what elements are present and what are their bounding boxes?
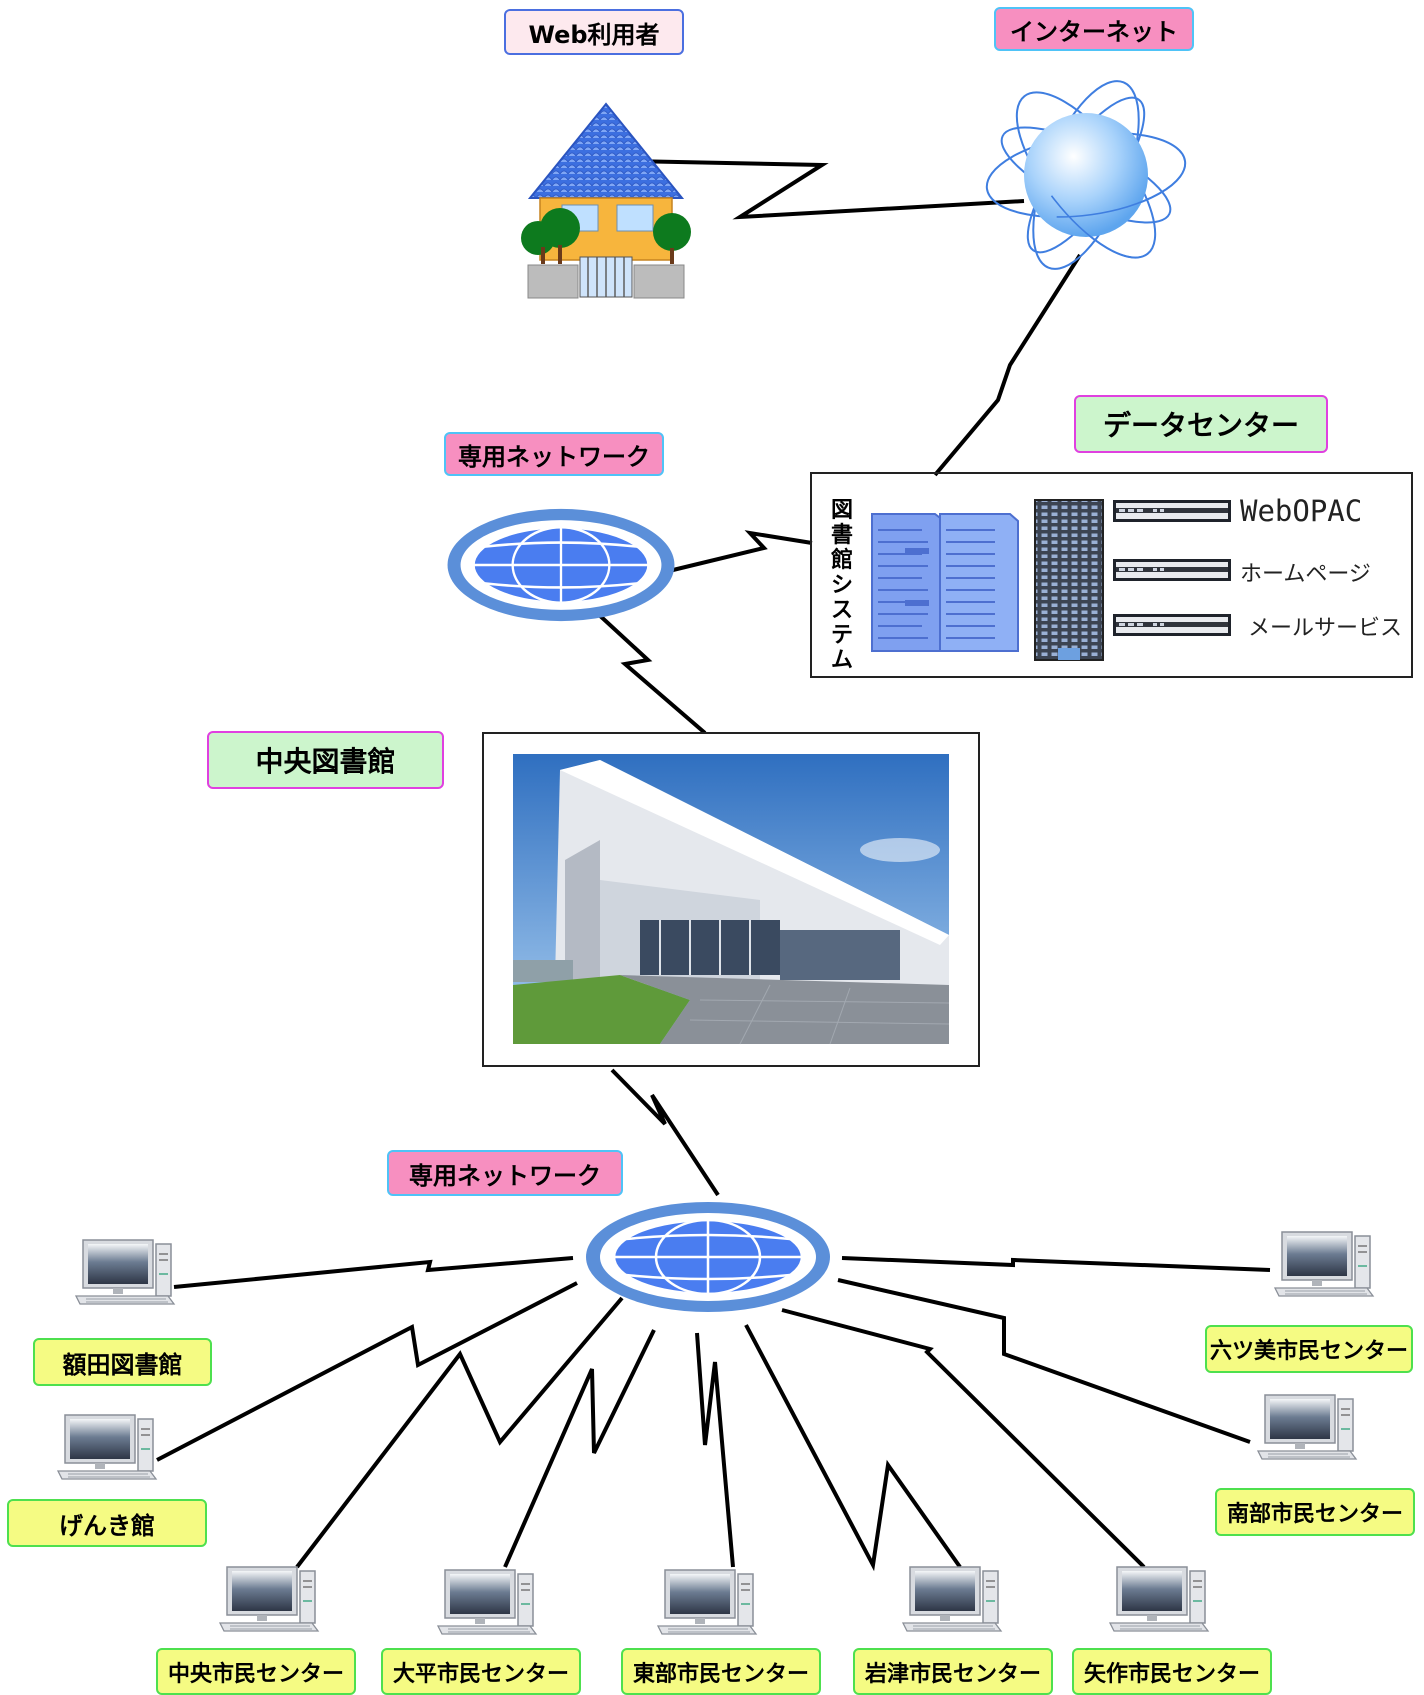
private-network-top-icon (446, 507, 676, 623)
library-system-server-icon (871, 513, 1019, 652)
mutsumi-center-pc-icon (1274, 1231, 1374, 1297)
chuo-center-label: 中央市民センター (156, 1648, 356, 1695)
nanbu-center-pc-icon (1257, 1394, 1357, 1460)
link-hub-iwazu (744, 1324, 962, 1572)
link-hub-genkikan (156, 1281, 578, 1462)
yahagi-center-label: 矢作市民センター (1072, 1648, 1272, 1695)
connection-lines (156, 159, 1271, 1572)
tobu-center-pc-icon (657, 1569, 757, 1635)
private-network-bottom-label: 専用ネットワーク (387, 1150, 623, 1196)
internet-globe-icon (985, 80, 1187, 270)
library-system-label: 図書館システム (830, 498, 853, 673)
central-library-label: 中央図書館 (207, 731, 444, 789)
iwazu-center-pc-icon (902, 1566, 1002, 1632)
mail-service-label: メールサービス (1248, 616, 1403, 641)
link-internet-datacenter (933, 253, 1082, 477)
link-network-library (595, 611, 707, 735)
link-datacenter-network (672, 530, 813, 572)
link-library-network (610, 1068, 720, 1197)
data-center-box (810, 472, 1413, 678)
private-network-bottom-icon (584, 1200, 832, 1314)
web-user-label: Web利用者 (504, 9, 684, 55)
tobu-center-label: 東部市民センター (621, 1648, 821, 1695)
nukata-library-pc-icon (75, 1239, 175, 1305)
chuo-center-pc-icon (219, 1566, 319, 1632)
genkikan-pc-icon (57, 1414, 157, 1480)
house-icon (521, 102, 691, 299)
link-hub-yahagi (781, 1308, 1146, 1569)
private-network-top-label: 専用ネットワーク (444, 432, 664, 476)
ohira-center-pc-icon (437, 1569, 537, 1635)
central-library-photo (513, 754, 950, 1045)
mutsumi-center-label: 六ツ美市民センター (1205, 1325, 1413, 1373)
yahagi-center-pc-icon (1109, 1566, 1209, 1632)
genkikan-label: げんき館 (7, 1499, 207, 1547)
webopac-label: WebOPAC (1240, 494, 1363, 528)
internet-label: インターネット (994, 7, 1194, 51)
link-house-internet (631, 159, 1025, 220)
nanbu-center-label: 南部市民センター (1215, 1488, 1415, 1536)
link-hub-chuo (295, 1296, 624, 1569)
nukata-library-label: 額田図書館 (33, 1338, 212, 1386)
ohira-center-label: 大平市民センター (381, 1648, 581, 1695)
iwazu-center-label: 岩津市民センター (853, 1648, 1053, 1695)
link-hub-nukata (173, 1256, 574, 1289)
link-hub-ohira (503, 1329, 656, 1568)
homepage-label: ホームページ (1240, 562, 1371, 587)
link-hub-mutsumi (841, 1256, 1271, 1272)
server-tower-icon (1034, 499, 1104, 661)
link-hub-tobu (695, 1332, 735, 1568)
link-hub-nanbu (837, 1278, 1251, 1444)
data-center-label: データセンター (1074, 395, 1328, 453)
